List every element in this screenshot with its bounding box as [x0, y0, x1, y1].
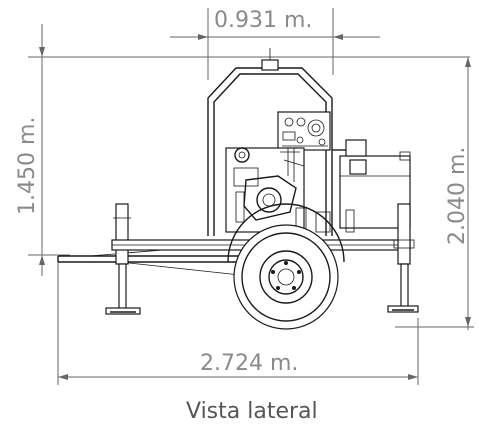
engine-block	[225, 147, 331, 233]
control-panel	[277, 111, 331, 151]
rear-jack-stand	[387, 203, 419, 313]
left-height-label: 1.450 m.	[15, 117, 40, 215]
bottom-length-label: 2.724 m.	[200, 351, 298, 376]
bottom-length-dimension: 2.724 m.	[57, 262, 419, 385]
front-jack-stand	[105, 203, 141, 315]
wheel-assembly	[227, 203, 345, 330]
view-caption: Vista lateral	[186, 399, 318, 424]
rim	[259, 250, 313, 304]
top-width-label: 0.931 m.	[214, 8, 312, 33]
left-height-dimension: 1.450 m.	[15, 24, 470, 276]
right-height-dimension: 2.040 m.	[395, 57, 474, 330]
top-width-dimension: 0.931 m.	[170, 8, 380, 80]
tire	[233, 224, 339, 330]
right-height-label: 2.040 m.	[445, 147, 470, 245]
